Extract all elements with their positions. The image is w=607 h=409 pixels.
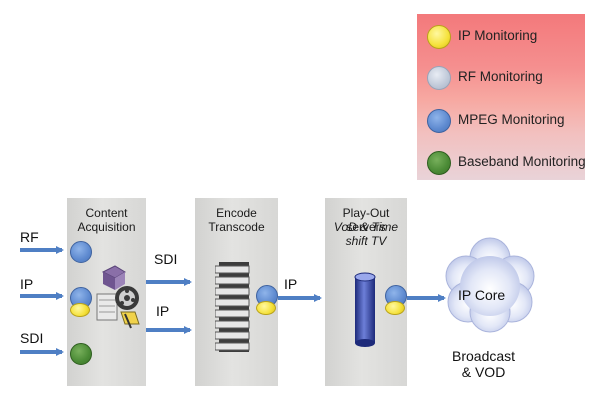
ip-dot-icon [70, 303, 90, 317]
rf-monitoring-dot-icon [427, 66, 451, 90]
panel-title: Content Acquisition [77, 206, 136, 234]
encoder-rack-icon [215, 262, 250, 352]
link-label-ip-playout: IP [284, 276, 298, 292]
link-label-sdi: SDI [154, 251, 178, 267]
ip-core-label: IP Core [458, 287, 506, 303]
legend-label: IP Monitoring [458, 28, 538, 43]
media-acquisition-icon [96, 265, 140, 329]
panel-title: Play-Out servers [342, 206, 390, 234]
panel-playout-servers: Play-Out servers VoD & Time shift TV [325, 198, 407, 386]
broadcast-vod-caption: Broadcast & VOD [452, 348, 516, 380]
ip-monitoring-dot-icon [427, 25, 451, 49]
ip-core-cloud-icon [445, 237, 535, 333]
legend-label: RF Monitoring [458, 69, 543, 84]
input-label-rf: RF [20, 229, 39, 245]
legend: IP Monitoring RF Monitoring MPEG Monitor… [417, 14, 586, 180]
ip-dot-icon [256, 301, 276, 315]
legend-item-rf: RF Monitoring [417, 63, 585, 91]
input-label-sdi: SDI [20, 330, 44, 346]
panel-subtitle: VoD & Time shift TV [333, 220, 399, 248]
legend-item-ip: IP Monitoring [417, 22, 585, 50]
baseband-dot-icon [70, 343, 92, 365]
panel-encode-transcode: Encode Transcode [195, 198, 278, 386]
legend-label: Baseband Monitoring [458, 154, 586, 169]
mpeg-monitoring-dot-icon [427, 109, 451, 133]
panel-title: Encode Transcode [208, 206, 265, 234]
mpeg-dot-icon [70, 241, 92, 263]
legend-label: MPEG Monitoring [458, 112, 565, 127]
link-label-ip: IP [156, 303, 170, 319]
baseband-monitoring-dot-icon [427, 151, 451, 175]
legend-item-baseband: Baseband Monitoring [417, 148, 586, 176]
panel-content-acquisition: Content Acquisition [67, 198, 146, 386]
ip-dot-icon [385, 301, 405, 315]
input-label-ip: IP [20, 276, 34, 292]
server-cylinder-icon [354, 272, 376, 347]
legend-item-mpeg: MPEG Monitoring [417, 106, 585, 134]
